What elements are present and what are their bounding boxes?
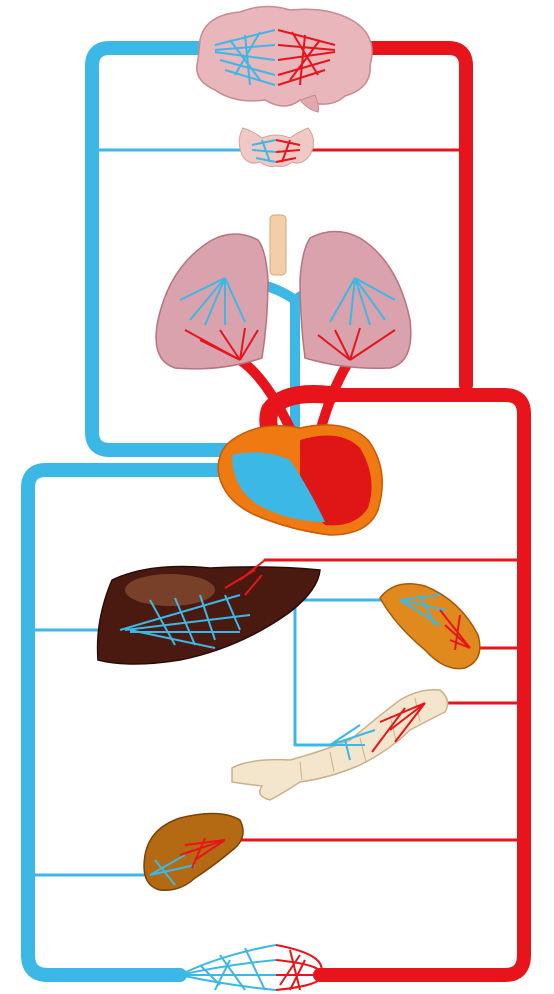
left-lung (156, 234, 268, 369)
capillary-bed-icon (180, 945, 322, 990)
kidney-shape (144, 813, 243, 890)
intestine-icon (232, 690, 448, 800)
brain-icon (197, 6, 372, 112)
liver-shape (98, 567, 320, 665)
brain-shape (197, 6, 372, 106)
liver-icon (98, 560, 320, 664)
thyroid-shape (239, 128, 313, 167)
lower-capillaries-venous (180, 945, 276, 990)
heart-icon (218, 425, 382, 535)
lower-capillaries-arterial (276, 945, 322, 990)
kidney-icon (144, 813, 243, 890)
spleen-icon (380, 584, 480, 669)
thyroid-icon (239, 128, 313, 167)
lower-vein-loop (28, 470, 230, 975)
trachea (270, 215, 286, 275)
